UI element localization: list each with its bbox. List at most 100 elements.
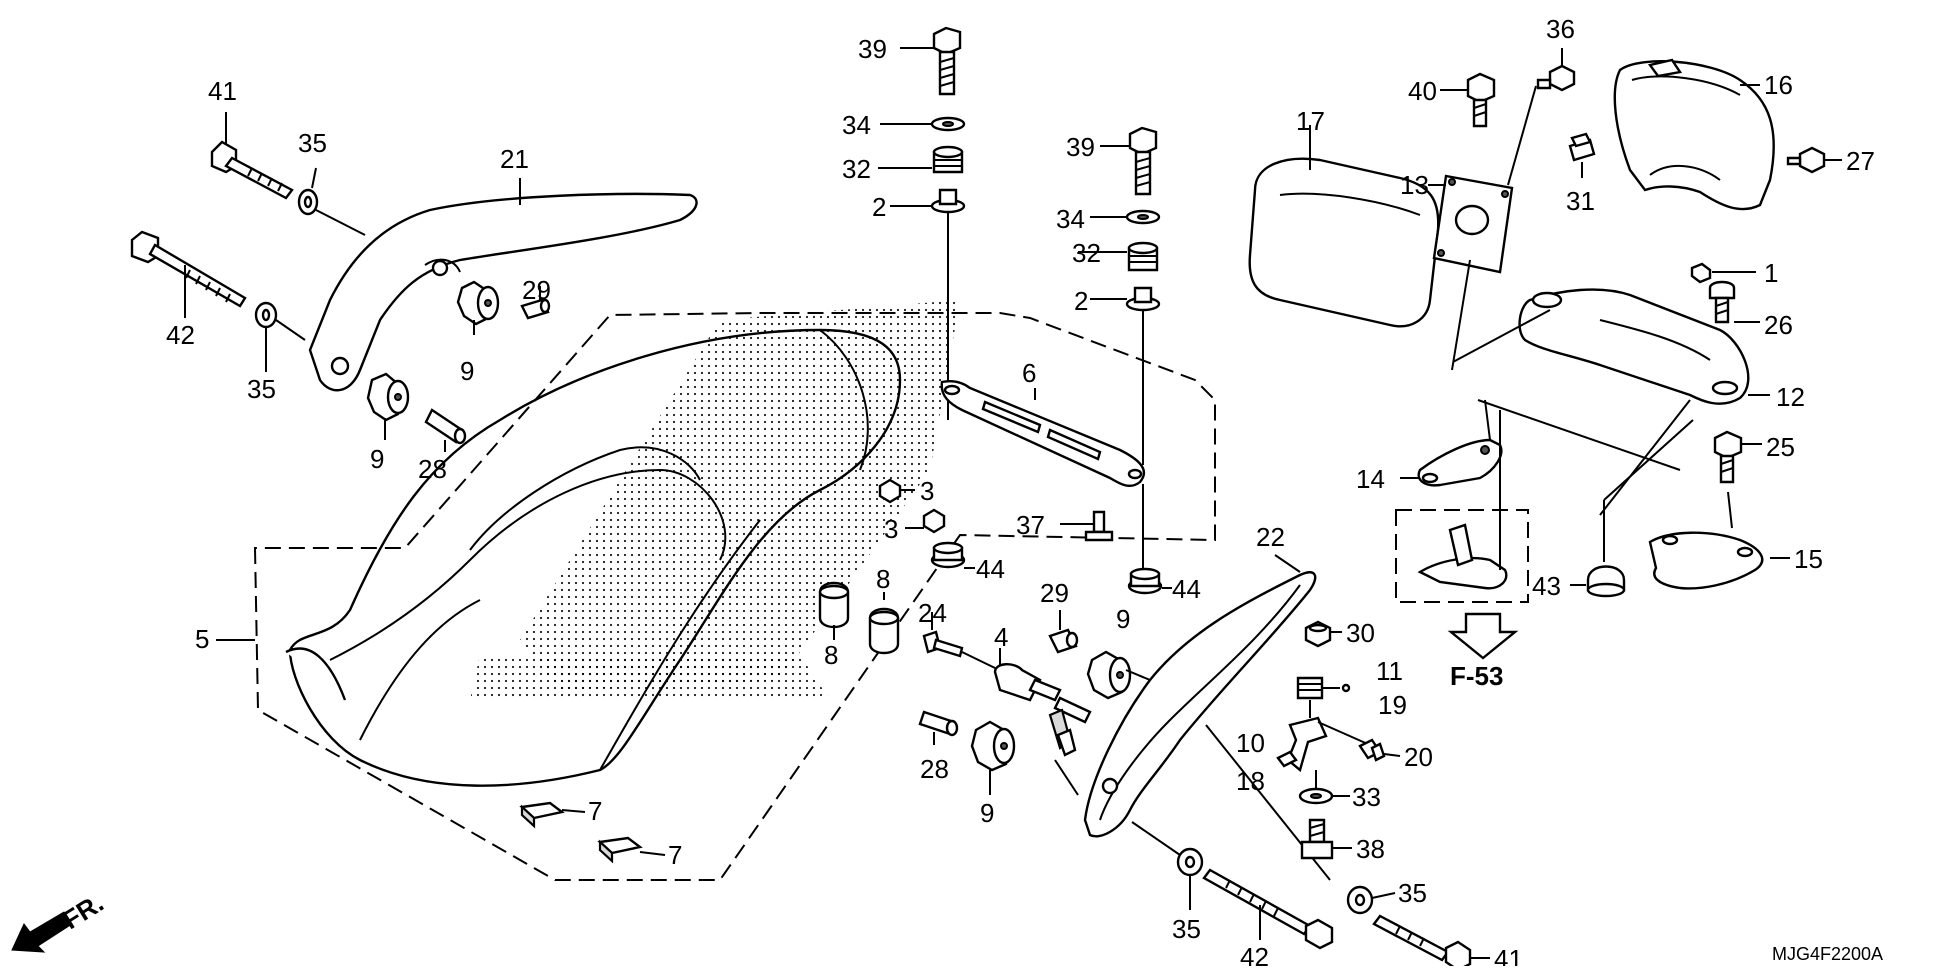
callout-17: 17 <box>1296 106 1325 136</box>
inset-box <box>1395 410 1529 603</box>
damper-9-center-lower <box>970 720 1016 795</box>
bolt-42-right <box>1202 868 1334 950</box>
washer-35-left-top <box>297 167 366 236</box>
collar-28-lower <box>424 408 467 452</box>
bracket-15 <box>1648 531 1790 590</box>
callout-33: 33 <box>1352 782 1381 812</box>
leader-frame-12-14 <box>1477 399 1681 471</box>
callout-28b: 28 <box>920 754 949 784</box>
grommet-44-right <box>1127 567 1172 595</box>
callout-7a: 7 <box>588 796 602 826</box>
callout-41b: 41 <box>1494 944 1523 966</box>
bolt-41-left <box>210 112 294 200</box>
callout-32b: 32 <box>1072 238 1101 268</box>
pin-18 <box>1276 750 1298 768</box>
callout-2b: 2 <box>1074 286 1088 316</box>
callout-14: 14 <box>1356 464 1385 494</box>
callout-9a: 9 <box>460 356 474 386</box>
callout-16: 16 <box>1764 70 1793 100</box>
bracket-14 <box>1400 399 1503 487</box>
bolt-42-left <box>130 230 247 318</box>
callout-26: 26 <box>1764 310 1793 340</box>
callout-7b: 7 <box>668 840 682 870</box>
nut-30 <box>1304 620 1342 648</box>
washer-35-right-low <box>1131 821 1204 910</box>
leader-frame-13-12 <box>1452 309 1551 363</box>
callout-4: 4 <box>994 622 1008 652</box>
washer-34-center <box>880 116 966 132</box>
callout-13: 13 <box>1400 170 1429 200</box>
bracket-12 <box>1518 288 1770 516</box>
callout-3b: 3 <box>884 514 898 544</box>
callout-8b: 8 <box>824 640 838 670</box>
ref-arrow <box>1447 612 1519 660</box>
cap-nut-43 <box>1570 500 1626 598</box>
seat-outline-group <box>253 312 1216 881</box>
callout-18: 18 <box>1236 766 1265 796</box>
callout-9c: 9 <box>1116 604 1130 634</box>
washer-33 <box>1298 770 1350 805</box>
stay-6 <box>940 380 1146 488</box>
cushion-8b <box>868 592 900 655</box>
screw-36 <box>1507 48 1576 186</box>
callout-44b: 44 <box>1172 574 1201 604</box>
bolt-24 <box>922 612 996 669</box>
callout-21: 21 <box>500 144 529 174</box>
callout-20: 20 <box>1404 742 1433 772</box>
callout-44a: 44 <box>976 554 1005 584</box>
nut-3-upper <box>878 478 915 504</box>
callout-28a: 28 <box>418 454 447 484</box>
spring-11 <box>1296 676 1340 700</box>
backrest-17 <box>1248 125 1440 328</box>
callout-30: 30 <box>1346 618 1375 648</box>
bolt-37 <box>1060 510 1114 542</box>
nut-1 <box>1690 262 1756 284</box>
callout-labels: 41 35 21 29 42 9 35 9 28 5 7 7 39 34 32 … <box>166 14 1883 971</box>
callout-40: 40 <box>1408 76 1437 106</box>
seat-holder-7b <box>597 836 666 864</box>
callout-38: 38 <box>1356 834 1385 864</box>
plate-13 <box>1428 174 1514 371</box>
callout-34b: 34 <box>1056 204 1085 234</box>
bolt-25 <box>1713 430 1762 529</box>
callout-15: 15 <box>1794 544 1823 574</box>
callout-37: 37 <box>1016 510 1045 540</box>
callout-8a: 8 <box>876 564 890 594</box>
right-grab-rail-22 <box>1083 554 1317 838</box>
callout-19: 19 <box>1378 690 1407 720</box>
callout-39a: 39 <box>858 34 887 64</box>
callout-32a: 32 <box>842 154 871 184</box>
callout-25: 25 <box>1766 432 1795 462</box>
callout-5: 5 <box>195 624 209 654</box>
seat <box>285 300 960 787</box>
callout-12: 12 <box>1776 382 1805 412</box>
callout-35d: 35 <box>1398 878 1427 908</box>
callout-39b: 39 <box>1066 132 1095 162</box>
leader-frame-12-43 <box>1603 419 1694 501</box>
front-arrow-icon: FR. <box>11 887 109 953</box>
nut-3-lower <box>905 508 946 534</box>
bolt-26 <box>1708 280 1760 324</box>
callout-22: 22 <box>1256 522 1285 552</box>
callout-27: 27 <box>1846 146 1875 176</box>
collar-29-center <box>1048 610 1079 654</box>
callout-34a: 34 <box>842 110 871 140</box>
callout-9b: 9 <box>370 444 384 474</box>
callout-35c: 35 <box>1172 914 1201 944</box>
callout-9d: 9 <box>980 798 994 828</box>
callout-35a: 35 <box>298 128 327 158</box>
callout-36: 36 <box>1546 14 1575 44</box>
callout-31: 31 <box>1566 186 1595 216</box>
bolt-39-center <box>900 26 962 96</box>
rubber-32-right <box>1078 241 1159 272</box>
callout-43: 43 <box>1532 571 1561 601</box>
lock-lever-10 <box>1286 700 1371 773</box>
callout-42a: 42 <box>166 320 195 350</box>
callout-6: 6 <box>1022 358 1036 388</box>
ref-label: F-53 <box>1450 661 1503 691</box>
damper-9-lower <box>366 372 410 440</box>
callout-11: 11 <box>1376 656 1403 686</box>
bolt-39-right <box>1100 126 1158 196</box>
